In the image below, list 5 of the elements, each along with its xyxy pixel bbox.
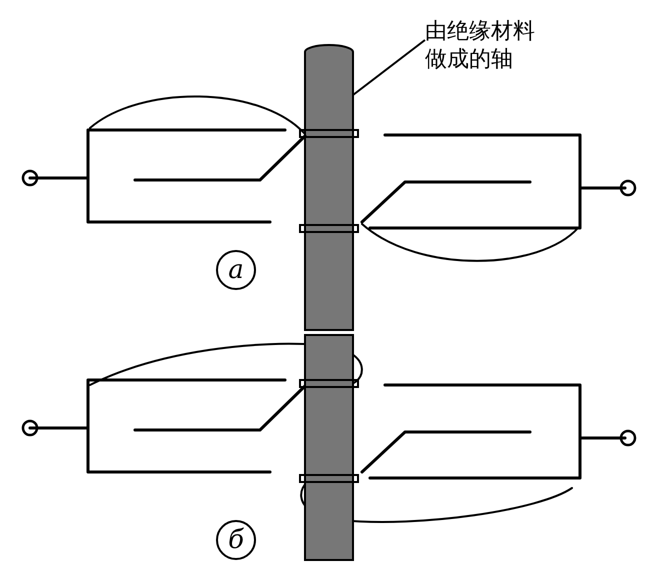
insulating-shaft (304, 44, 354, 331)
callout-label: 由绝缘材料做成的轴 (425, 18, 541, 74)
figure-label: б (216, 520, 256, 560)
leader-line (352, 39, 426, 96)
figure-label: а (216, 250, 256, 290)
